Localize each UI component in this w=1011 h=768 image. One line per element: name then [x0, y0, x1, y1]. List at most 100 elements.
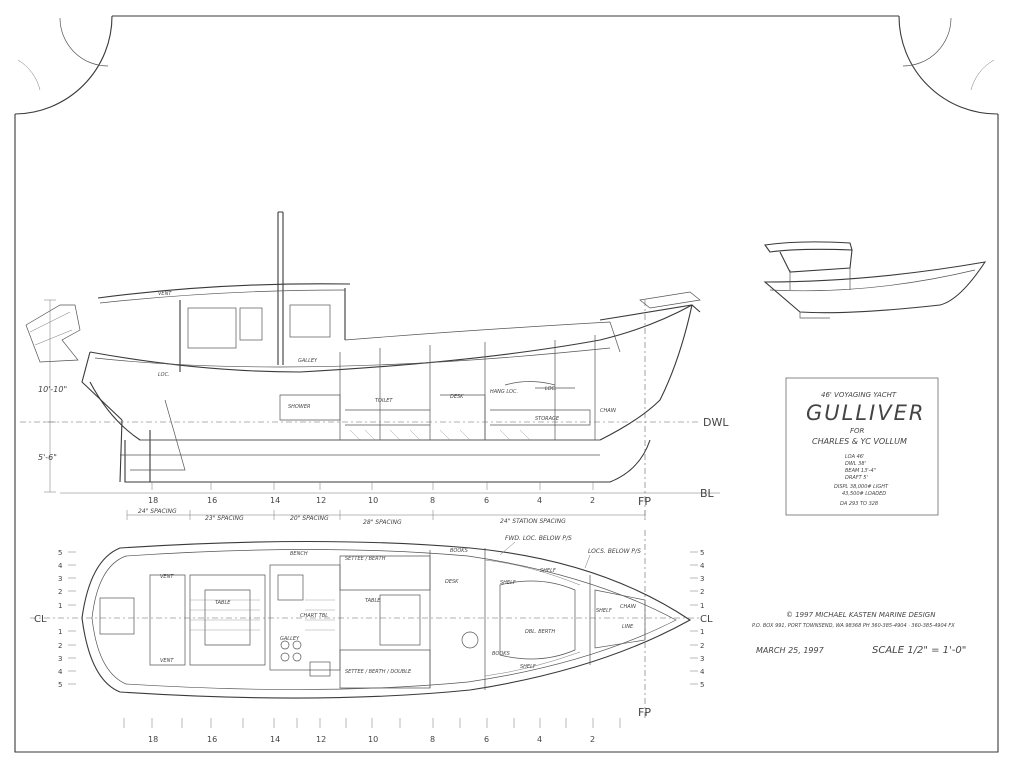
- room-label: SHELF: [500, 580, 516, 586]
- room-label: STORAGE: [535, 416, 560, 422]
- copyright-notice: © 1997 MICHAEL KASTEN MARINE DESIGN: [786, 611, 936, 619]
- plan-station-16: 16: [207, 735, 217, 744]
- room-label: HANG LOC.: [490, 389, 518, 395]
- profile-station-4: 4: [537, 496, 542, 505]
- drawing-scale: SCALE 1/2" = 1'-0": [872, 645, 966, 656]
- designer-address: P.O. BOX 991, PORT TOWNSEND, WA 98368 PH…: [752, 623, 955, 629]
- profile-station-6: 6: [484, 496, 489, 505]
- offset-number: 3: [700, 575, 704, 583]
- profile-station-10: 10: [368, 496, 378, 505]
- plan-station-14: 14: [270, 735, 280, 744]
- plan-note: LOCS. BELOW P/S: [588, 548, 641, 555]
- offset-number: 2: [58, 588, 62, 596]
- room-label: BENCH: [290, 551, 308, 557]
- profile-room-labels: VENT LOC. GALLEY SHOWER TOILET DESK HANG…: [158, 291, 616, 422]
- plan-offset-numbers-right: 5 4 3 2 1 1 2 3 4 5: [700, 549, 705, 689]
- offset-number: 5: [700, 681, 704, 689]
- room-label: SHELF: [520, 664, 536, 670]
- room-label: DBL. BERTH: [525, 629, 555, 635]
- room-label: SETTEE / BERTH: [345, 556, 386, 562]
- room-label: LOC.: [545, 386, 557, 392]
- drawing-date: MARCH 25, 1997: [756, 646, 825, 655]
- room-label: BOOKS: [450, 548, 469, 554]
- plan-note: FWD. LOC. BELOW P/S: [505, 535, 572, 542]
- plan-station-2: 2: [590, 735, 595, 744]
- for-label: FOR: [850, 427, 865, 435]
- spacing-labels: 24" SPACING 23" SPACING 20" SPACING 28" …: [138, 508, 566, 526]
- offset-number: 2: [700, 588, 704, 596]
- plan-station-18: 18: [148, 735, 158, 744]
- dwl-label: DWL: [703, 416, 729, 429]
- plan-station-10: 10: [368, 735, 378, 744]
- offset-number: 3: [700, 655, 704, 663]
- spacing-label: 24" SPACING: [138, 508, 177, 515]
- sheet-border: [14, 15, 999, 753]
- title-block: 46' VOYAGING YACHT GULLIVER FOR CHARLES …: [785, 377, 939, 516]
- bl-label: BL: [700, 487, 715, 500]
- room-label: TABLE: [365, 598, 381, 604]
- perspective-sketch: [763, 241, 987, 319]
- room-label: LINE: [622, 624, 634, 630]
- offset-number: 1: [58, 628, 62, 636]
- plan-view: [30, 530, 700, 728]
- offset-number: 2: [58, 642, 62, 650]
- offset-number: 5: [58, 681, 62, 689]
- spacing-label: 24" STATION SPACING: [500, 518, 566, 525]
- room-label: VENT: [160, 574, 174, 580]
- plan-offset-numbers-left: 5 4 3 2 1 1 2 3 4 5: [58, 549, 63, 689]
- room-label: SHELF: [540, 568, 556, 574]
- offset-number: 4: [58, 562, 63, 570]
- spacing-label: 20" SPACING: [290, 515, 329, 522]
- spec-line: DRAFT 5': [845, 475, 868, 481]
- offset-number: 4: [700, 668, 705, 676]
- owner-name: CHARLES & YC VOLLUM: [812, 437, 907, 446]
- offset-number: 4: [700, 562, 705, 570]
- room-label: CHAIN: [620, 604, 636, 610]
- profile-fp-label: FP: [638, 495, 651, 508]
- room-label: GALLEY: [298, 358, 318, 364]
- drawing-number: DA 293 TO 328: [840, 501, 878, 507]
- offset-number: 1: [700, 602, 704, 610]
- spacing-label: 23" SPACING: [205, 515, 244, 522]
- profile-view: [20, 211, 720, 520]
- profile-station-2: 2: [590, 496, 595, 505]
- room-label: SETTEE / BERTH / DOUBLE: [345, 669, 412, 675]
- profile-station-numbers: 18 16 14 12 10 8 6 4 2: [148, 496, 595, 505]
- profile-station-14: 14: [270, 496, 280, 505]
- plan-station-4: 4: [537, 735, 542, 744]
- room-label: VENT: [158, 291, 172, 297]
- room-label: TOILET: [375, 398, 393, 404]
- offset-number: 4: [58, 668, 63, 676]
- room-label: LOC.: [158, 372, 170, 378]
- profile-station-18: 18: [148, 496, 158, 505]
- profile-station-8: 8: [430, 496, 435, 505]
- profile-station-12: 12: [316, 496, 326, 505]
- spacing-label: 28" SPACING: [363, 519, 402, 526]
- room-label: DESK: [450, 394, 464, 400]
- room-label: BOOKS: [492, 651, 511, 657]
- offset-number: 3: [58, 655, 62, 663]
- room-label: TABLE: [215, 600, 231, 606]
- profile-draft-label: 5'-6": [38, 453, 57, 462]
- plan-station-numbers: 18 16 14 12 10 8 6 4 2: [148, 735, 595, 744]
- room-label: VENT: [160, 658, 174, 664]
- displacement-line: 43,500# LOADED: [842, 491, 886, 497]
- spec-line: DWL 38': [845, 461, 866, 467]
- room-label: GALLEY: [280, 636, 300, 642]
- room-label: CHAIN: [600, 408, 616, 414]
- spec-line: BEAM 13'-4": [845, 468, 876, 474]
- profile-station-16: 16: [207, 496, 217, 505]
- offset-number: 1: [58, 602, 62, 610]
- profile-height-label: 10'-10": [38, 385, 67, 394]
- vessel-name: GULLIVER: [806, 401, 925, 425]
- offset-number: 5: [700, 549, 704, 557]
- plan-notes: FWD. LOC. BELOW P/S LOCS. BELOW P/S: [505, 535, 641, 555]
- plan-fp-label: FP: [638, 706, 651, 719]
- displacement-line: DISPL 38,000# LIGHT: [834, 484, 889, 490]
- plan-station-12: 12: [316, 735, 326, 744]
- plan-cl-label-right: CL: [700, 614, 713, 625]
- room-label: SHOWER: [288, 404, 310, 410]
- plan-station-6: 6: [484, 735, 489, 744]
- plan-cl-label-left: CL: [34, 614, 47, 625]
